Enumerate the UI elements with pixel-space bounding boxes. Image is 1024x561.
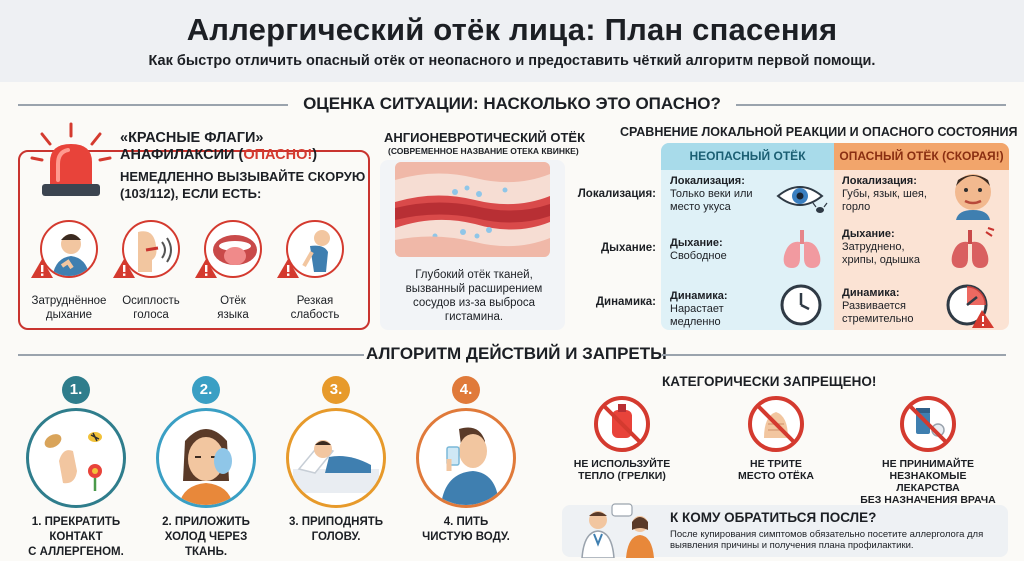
comparison-title: СРАВНЕНИЕ ЛОКАЛЬНОЙ РЕАКЦИИ И ОПАСНОГО С…: [620, 125, 1018, 139]
header-band: [0, 0, 1024, 82]
row-label-location: Локализация:: [577, 188, 656, 200]
tongue-swelling-icon: [204, 220, 262, 278]
step-number: 4.: [452, 376, 480, 404]
divider-left: [18, 104, 288, 106]
danger-breathing-cell: Дыхание:Затруднено,хрипы, одышка: [842, 228, 920, 266]
weakness-icon: [286, 220, 344, 278]
angio-subtitle: (СОВРЕМЕННОЕ НАЗВАНИЕ ОТЕКА КВИНКЕ): [388, 146, 579, 156]
step-number: 3.: [322, 376, 350, 404]
warning-icon: [277, 259, 299, 278]
forbidden-title: КАТЕГОРИЧЕСКИ ЗАПРЕЩЕНО!: [662, 374, 877, 389]
row-label-breathing: Дыхание:: [600, 242, 656, 254]
siren-icon: [30, 122, 112, 196]
drink-water-icon: [416, 408, 516, 508]
tissue-swelling-icon: [395, 162, 550, 257]
doctor-consult-icon: [581, 503, 654, 558]
swollen-face-icon: [955, 174, 991, 220]
divider-right: [662, 354, 1006, 356]
safe-header: НЕОПАСНЫЙ ОТЁК: [661, 143, 834, 170]
divider-right: [736, 104, 1006, 106]
page-title: Аллергический отёк лица: План спасения: [186, 12, 838, 47]
danger-location-cell: Локализация:Губы, язык, шея,горло: [842, 175, 927, 213]
lungs-icon: [783, 230, 821, 268]
followup-title: К КОМУ ОБРАТИТЬСЯ ПОСЛЕ?: [670, 510, 877, 525]
red-flags-title-line2: АНАФИЛАКСИИ (ОПАСНО!): [120, 147, 318, 163]
row-label-dynamics: Динамика:: [595, 296, 656, 308]
warning-icon: [31, 259, 53, 278]
allergen-contact-icon: [26, 408, 126, 508]
red-flags-instruction-line1: НЕМЕДЛЕННО ВЫЗЫВАЙТЕ СКОРУЮ: [120, 169, 366, 184]
page-subtitle: Как быстро отличить опасный отёк от неоп…: [148, 53, 876, 69]
red-flags-title-line1: «КРАСНЫЕ ФЛАГИ»: [120, 130, 264, 146]
step-number: 2.: [192, 376, 220, 404]
breathing-icon: [40, 220, 98, 278]
hoarse-voice-icon: [122, 220, 180, 278]
eye-sting-icon: [776, 186, 828, 213]
danger-word: ОПАСНО!: [243, 147, 313, 163]
warning-icon: [195, 259, 217, 278]
danger-header: ОПАСНЫЙ ОТЁК (СКОРАЯ!): [834, 143, 1009, 170]
angio-description: Глубокий отёк тканей, вызванный расширен…: [405, 269, 543, 323]
no-medicine-icon: [900, 396, 956, 452]
raised-head-icon: [286, 408, 386, 508]
assessment-title: ОЦЕНКА СИТУАЦИИ: НАСКОЛЬКО ЭТО ОПАСНО?: [303, 94, 721, 113]
step-number: 1.: [62, 376, 90, 404]
no-heating-pad-icon: [594, 396, 650, 452]
followup-text: После купирования симптомов обязательно …: [670, 529, 984, 551]
clock-icon: [780, 284, 822, 326]
algorithm-title: АЛГОРИТМ ДЕЙСТВИЙ И ЗАПРЕТЫ: [366, 344, 667, 363]
lungs-icon: [951, 227, 995, 268]
warning-icon: [113, 259, 135, 278]
cold-compress-icon: [156, 408, 256, 508]
no-rubbing-icon: [748, 396, 804, 452]
safe-breathing-cell: Дыхание:Свободное: [670, 237, 727, 262]
divider-left: [18, 354, 364, 356]
red-flags-instruction-line2: (103/112), ЕСЛИ ЕСТЬ:: [120, 186, 262, 201]
red-flags-box: [18, 150, 370, 330]
angio-title: АНГИОНЕВРОТИЧЕСКИЙ ОТЁК: [384, 130, 586, 145]
clock-icon: [946, 284, 994, 328]
